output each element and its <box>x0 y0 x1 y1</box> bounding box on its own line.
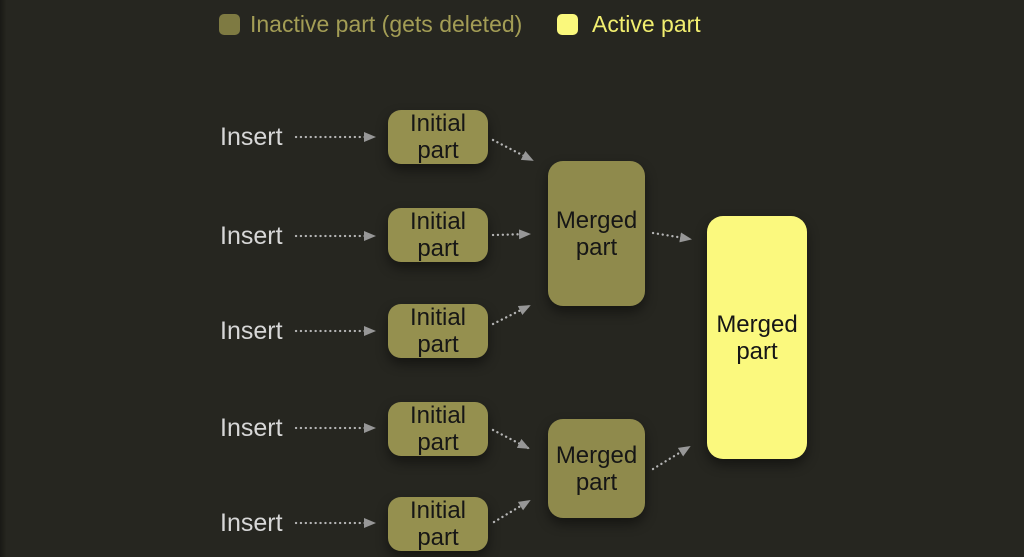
arrow-initial2-to-merged1 <box>491 229 531 240</box>
merged-part-box-inactive-1: Merged part <box>548 161 645 306</box>
arrow-merged1-to-active <box>651 231 692 243</box>
arrow-initial3-to-merged1 <box>491 304 531 326</box>
insert-label-5: Insert <box>220 509 283 537</box>
insert-label-4: Insert <box>220 414 283 442</box>
initial-part-label: Initial part <box>409 497 467 551</box>
legend-inactive-label: Inactive part (gets deleted) <box>250 11 523 37</box>
arrow-initial5-to-merged2 <box>492 499 531 524</box>
merged-part-label: Merged part <box>555 441 638 496</box>
initial-part-label: Initial part <box>409 110 467 164</box>
arrow-merged2-to-active <box>651 445 691 471</box>
insert-label-1: Insert <box>220 123 283 151</box>
initial-part-label: Initial part <box>409 402 467 456</box>
initial-part-box-3: Initial part <box>388 304 488 358</box>
initial-part-label: Initial part <box>409 304 467 358</box>
merged-part-label: Merged part <box>716 310 798 365</box>
arrow-initial1-to-merged1 <box>491 138 534 162</box>
initial-part-box-1: Initial part <box>388 110 488 164</box>
merged-part-box-inactive-2: Merged part <box>548 419 645 518</box>
initial-part-box-2: Initial part <box>388 208 488 262</box>
initial-part-box-4: Initial part <box>388 402 488 456</box>
arrow-initial4-to-merged2 <box>491 428 530 450</box>
initial-part-label: Initial part <box>409 208 467 262</box>
merged-part-box-active: Merged part <box>707 216 807 459</box>
merged-part-label: Merged part <box>555 206 638 261</box>
insert-label-3: Insert <box>220 317 283 345</box>
legend-inactive-swatch <box>219 14 240 35</box>
legend-active-label: Active part <box>592 11 701 37</box>
legend-active-swatch <box>557 14 578 35</box>
initial-part-box-5: Initial part <box>388 497 488 551</box>
insert-label-2: Insert <box>220 222 283 250</box>
